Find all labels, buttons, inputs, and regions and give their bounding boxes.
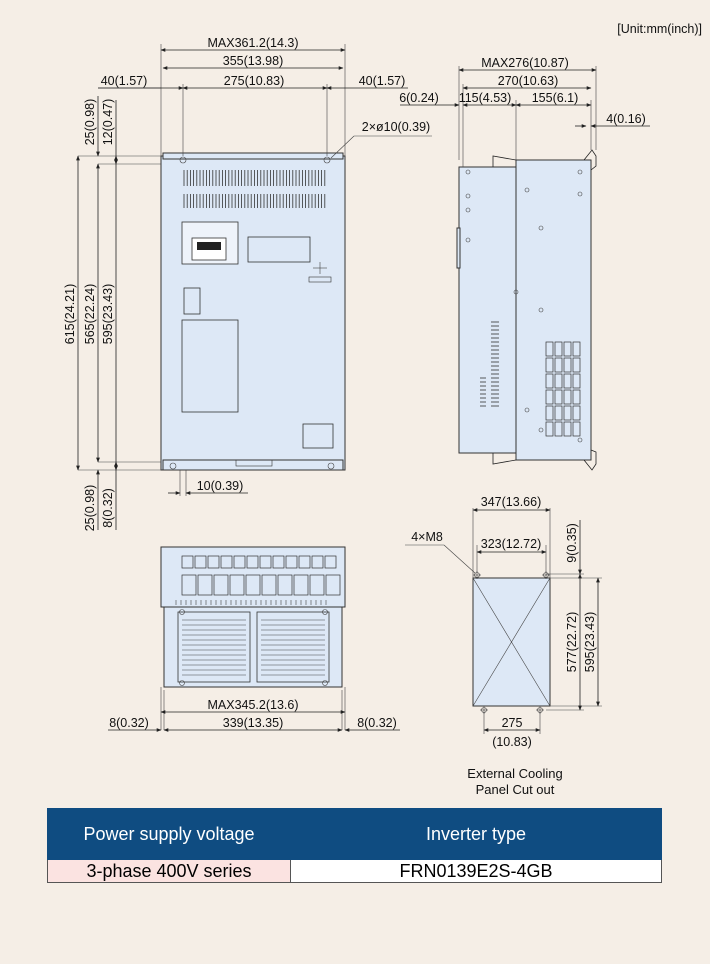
front-top-offset-1: 25(0.98) — [83, 99, 97, 146]
front-max-width: MAX361.2(14.3) — [207, 36, 298, 50]
type-cell: FRN0139E2S-4GB — [290, 859, 662, 883]
front-bottom-offset-1: 25(0.98) — [83, 485, 97, 532]
side-depth: 270(10.63) — [498, 74, 558, 88]
bottom-right-offset: 8(0.32) — [357, 716, 397, 730]
cutout-bottom-width: 275 — [502, 716, 523, 730]
col-header-type: Inverter type — [290, 808, 662, 860]
cutout-outer-height: 595(23.43) — [583, 612, 597, 672]
side-rear-depth: 155(6.1) — [532, 91, 579, 105]
table-header-row: Power supply voltage Inverter type — [47, 808, 662, 860]
spec-table: Power supply voltage Inverter type 3-pha… — [47, 808, 662, 883]
front-view: MAX361.2(14.3) 355(13.98) 40(1.57) 275(1… — [63, 36, 432, 531]
cutout-inner-width: 323(12.72) — [481, 537, 541, 551]
side-flange: 4(0.16) — [606, 112, 646, 126]
dimension-drawing: [Unit:mm(inch)] MAX361.2 — [63, 22, 702, 797]
unit-note: [Unit:mm(inch)] — [617, 22, 702, 36]
cutout-caption-line2: Panel Cut out — [476, 782, 555, 797]
side-max-depth: MAX276(10.87) — [481, 56, 569, 70]
front-height-total: 615(24.21) — [63, 284, 77, 344]
cutout-bottom-width-inch: (10.83) — [492, 735, 532, 749]
front-bottom-slot: 10(0.39) — [197, 479, 244, 493]
cutout-inner-height: 577(22.72) — [565, 612, 579, 672]
col-header-voltage: Power supply voltage — [47, 808, 291, 860]
cutout-top-offset: 9(0.35) — [565, 523, 579, 563]
bottom-view: MAX345.2(13.6) 339(13.35) 8(0.32) 8(0.32… — [108, 546, 400, 732]
cutout-holes-label: 4×M8 — [411, 530, 443, 544]
voltage-cell: 3-phase 400V series — [47, 859, 291, 883]
side-view: MAX276(10.87) 270(10.63) 6(0.24) 115(4.5… — [399, 56, 650, 471]
cutout-outer-width: 347(13.66) — [481, 495, 541, 509]
front-width: 355(13.98) — [223, 54, 283, 68]
side-front-panel: 6(0.24) — [399, 91, 439, 105]
bottom-width: 339(13.35) — [223, 716, 283, 730]
front-bottom-offset-2: 8(0.32) — [101, 488, 115, 528]
side-front-depth: 115(4.53) — [459, 91, 512, 105]
front-left-offset: 40(1.57) — [101, 74, 148, 88]
front-body-height: 595(23.43) — [101, 284, 115, 344]
front-right-offset: 40(1.57) — [359, 74, 406, 88]
cutout-caption-line1: External Cooling — [467, 766, 562, 781]
cooling-cutout: 347(13.66) 323(12.72) 4×M8 9(0.35) 577(2… — [405, 495, 602, 797]
bottom-left-offset: 8(0.32) — [109, 716, 149, 730]
bottom-max-width: MAX345.2(13.6) — [207, 698, 298, 712]
front-mount-pitch: 275(10.83) — [224, 74, 284, 88]
table-row: 3-phase 400V series FRN0139E2S-4GB — [47, 859, 662, 883]
front-top-offset-2: 12(0.47) — [101, 99, 115, 146]
front-mount-height: 565(22.24) — [83, 284, 97, 344]
front-mount-hole: 2×ø10(0.39) — [362, 120, 430, 134]
